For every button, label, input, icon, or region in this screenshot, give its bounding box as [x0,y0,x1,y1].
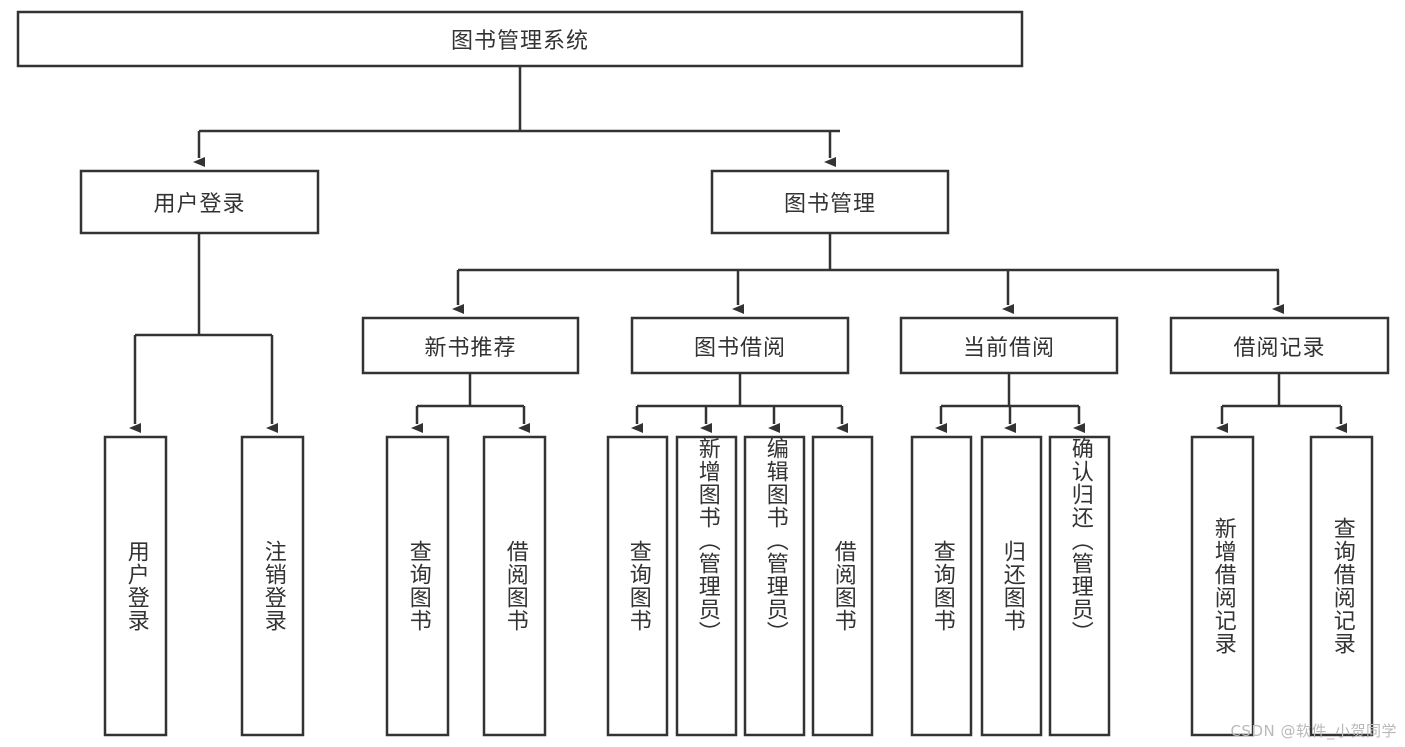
node-box-leaf-query-borrow-record[interactable] [1309,435,1374,737]
node-box-book-borrow[interactable] [630,316,850,375]
node-box-book-manage[interactable] [710,169,950,235]
connector-new-book-recommend-to-leaves [411,373,530,433]
node-box-borrow-record[interactable] [1169,316,1390,375]
node-box-leaf-query-book-2[interactable] [606,435,669,737]
node-box-new-book-recommend[interactable] [361,316,580,375]
connector-book-borrow-to-leaves [631,373,848,433]
node-box-leaf-user-login[interactable] [103,435,168,737]
connector-root-to-level2 [193,66,840,167]
connector-user-login-to-leaves [129,233,278,433]
node-box-leaf-add-book-admin[interactable] [675,435,738,737]
node-box-current-borrow[interactable] [899,316,1119,375]
node-box-leaf-confirm-return[interactable] [1048,435,1111,737]
node-box-leaf-return-book[interactable] [980,435,1043,737]
node-box-leaf-borrow-book-2[interactable] [811,435,874,737]
node-box-leaf-borrow-book-1[interactable] [482,435,547,737]
node-box-root[interactable] [16,10,1024,68]
connector-current-borrow-to-leaves [935,373,1085,433]
node-box-leaf-logout[interactable] [240,435,305,737]
connector-book-manage-to-level3 [452,233,1284,314]
node-box-leaf-add-borrow-record[interactable] [1190,435,1255,737]
node-box-leaf-query-book-3[interactable] [910,435,973,737]
node-box-leaf-query-book-1[interactable] [385,435,450,737]
connector-borrow-record-to-leaves [1216,373,1347,433]
node-box-user-login[interactable] [79,169,320,235]
node-box-leaf-edit-book-admin[interactable] [743,435,806,737]
